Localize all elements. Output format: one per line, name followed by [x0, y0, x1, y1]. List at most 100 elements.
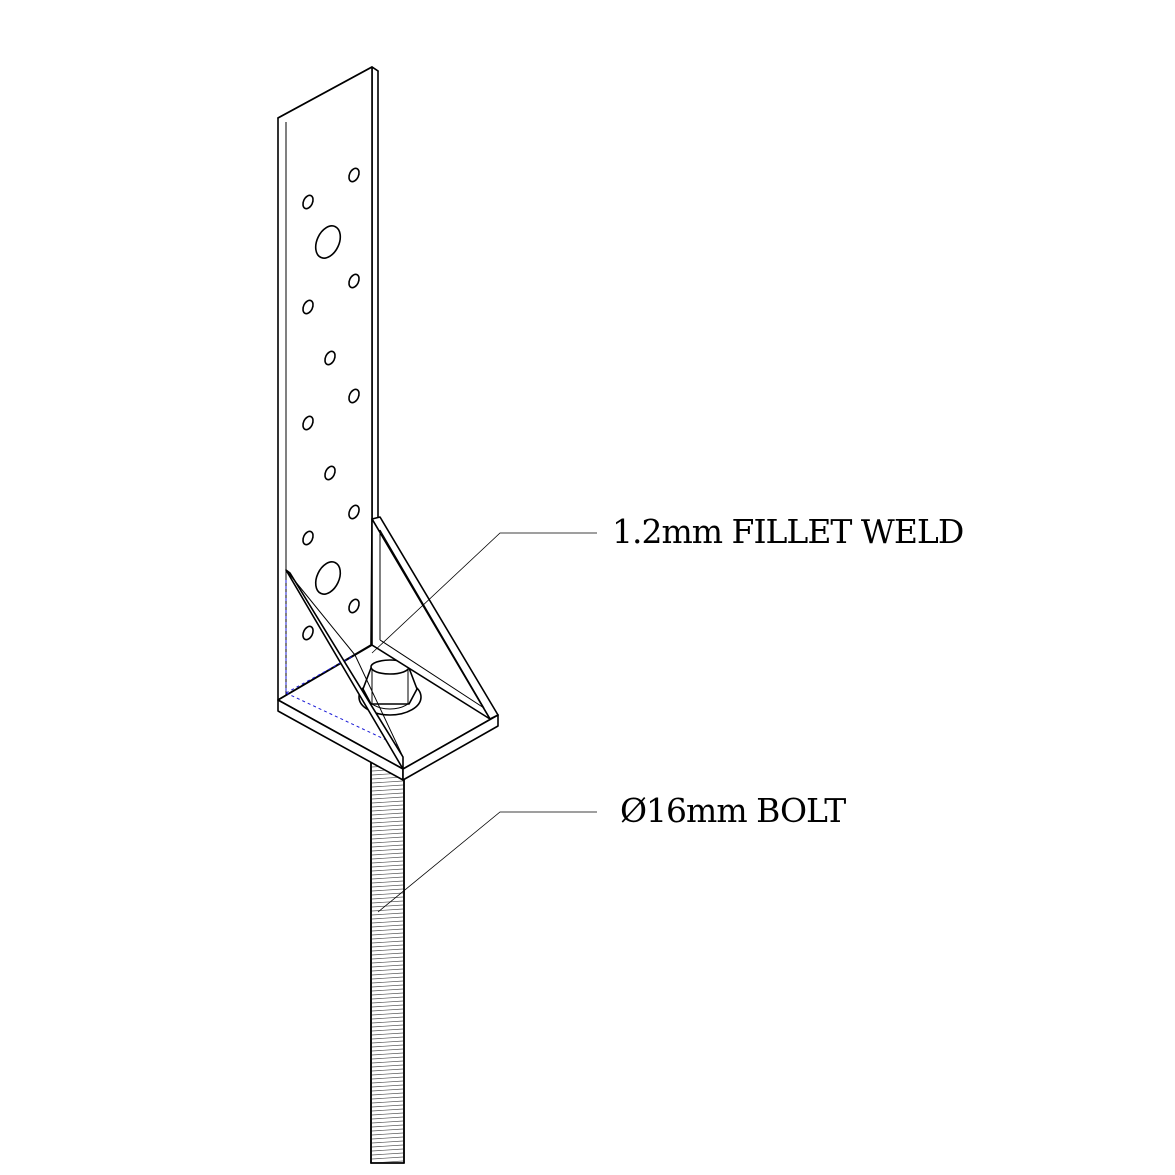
thread-line: [371, 792, 404, 796]
thread-line: [371, 1088, 404, 1092]
thread-line: [371, 1096, 404, 1100]
thread-line: [371, 880, 404, 884]
thread-line: [371, 1028, 404, 1032]
thread-line: [371, 896, 404, 900]
thread-line: [371, 1052, 404, 1056]
thread-line: [371, 868, 404, 872]
thread-line: [371, 1108, 404, 1112]
thread-line: [371, 984, 404, 988]
thread-line: [371, 800, 404, 804]
thread-line: [371, 860, 404, 864]
gusset-left: [285, 569, 404, 770]
thread-line: [371, 892, 404, 896]
thread-line: [371, 844, 404, 848]
thread-line: [371, 1136, 404, 1140]
thread-line: [371, 916, 404, 920]
thread-line: [371, 1112, 404, 1116]
thread-line: [371, 864, 404, 868]
thread-line: [371, 796, 404, 800]
vertical-plate: [277, 66, 379, 701]
thread-line: [371, 820, 404, 824]
weld-leader: [371, 532, 597, 654]
small-hole: [348, 504, 360, 520]
thread-line: [371, 944, 404, 948]
thread-line: [371, 1048, 404, 1052]
thread-line: [371, 812, 404, 816]
thread-line: [371, 960, 404, 964]
thread-line: [371, 928, 404, 932]
thread-line: [371, 932, 404, 936]
thread-line: [371, 836, 404, 840]
thread-line: [371, 780, 404, 784]
thread-line: [371, 1120, 404, 1124]
thread-line: [371, 876, 404, 880]
thread-line: [371, 1080, 404, 1084]
thread-line: [371, 920, 404, 924]
thread-line: [371, 1148, 404, 1152]
thread-line: [371, 808, 404, 812]
bolt-callout: Ø16mm BOLT: [620, 791, 846, 830]
thread-line: [371, 1128, 404, 1132]
thread-line: [371, 1016, 404, 1020]
thread-line: [371, 840, 404, 844]
thread-line: [371, 904, 404, 908]
thread-line: [371, 1104, 404, 1108]
thread-line: [371, 940, 404, 944]
thread-line: [371, 1064, 404, 1068]
thread-line: [371, 900, 404, 904]
thread-line: [371, 1036, 404, 1040]
thread-line: [371, 828, 404, 832]
thread-line: [371, 1076, 404, 1080]
weld-callout: 1.2mm FILLET WELD: [612, 512, 963, 551]
large-hole: [314, 225, 342, 259]
thread-line: [371, 908, 404, 912]
thread-line: [371, 956, 404, 960]
thread-line: [371, 888, 404, 892]
thread-line: [371, 976, 404, 980]
small-hole: [302, 530, 314, 546]
thread-line: [371, 1060, 404, 1064]
large-hole: [314, 561, 342, 595]
thread-line: [371, 968, 404, 972]
thread-line: [371, 884, 404, 888]
thread-line: [371, 952, 404, 956]
thread-line: [371, 1012, 404, 1016]
thread-line: [371, 1020, 404, 1024]
thread-line: [371, 980, 404, 984]
thread-line: [371, 788, 404, 792]
thread-line: [371, 1056, 404, 1060]
thread-line: [371, 1024, 404, 1028]
thread-line: [371, 1132, 404, 1136]
thread-line: [371, 852, 404, 856]
small-hole: [348, 273, 360, 289]
bolt-nut: [358, 659, 422, 716]
bolt-shank: [370, 754, 405, 1164]
thread-line: [371, 992, 404, 996]
small-hole: [324, 465, 336, 481]
gusset-right: [371, 516, 499, 720]
thread-line: [371, 912, 404, 916]
thread-line: [371, 996, 404, 1000]
small-hole: [302, 299, 314, 315]
thread-line: [371, 1140, 404, 1144]
thread-line: [371, 824, 404, 828]
thread-line: [371, 1124, 404, 1128]
thread-line: [371, 784, 404, 788]
thread-line: [371, 1008, 404, 1012]
thread-line: [371, 856, 404, 860]
small-hole: [324, 350, 336, 366]
thread-line: [371, 804, 404, 808]
plate-holes: [302, 167, 360, 641]
bolt-threads: [371, 756, 404, 1164]
thread-line: [371, 1092, 404, 1096]
thread-line: [371, 848, 404, 852]
thread-line: [371, 1044, 404, 1048]
thread-line: [371, 1004, 404, 1008]
thread-line: [371, 1152, 404, 1156]
small-hole: [302, 415, 314, 431]
thread-line: [371, 1116, 404, 1120]
thread-line: [371, 1144, 404, 1148]
thread-line: [371, 1032, 404, 1036]
thread-line: [371, 924, 404, 928]
